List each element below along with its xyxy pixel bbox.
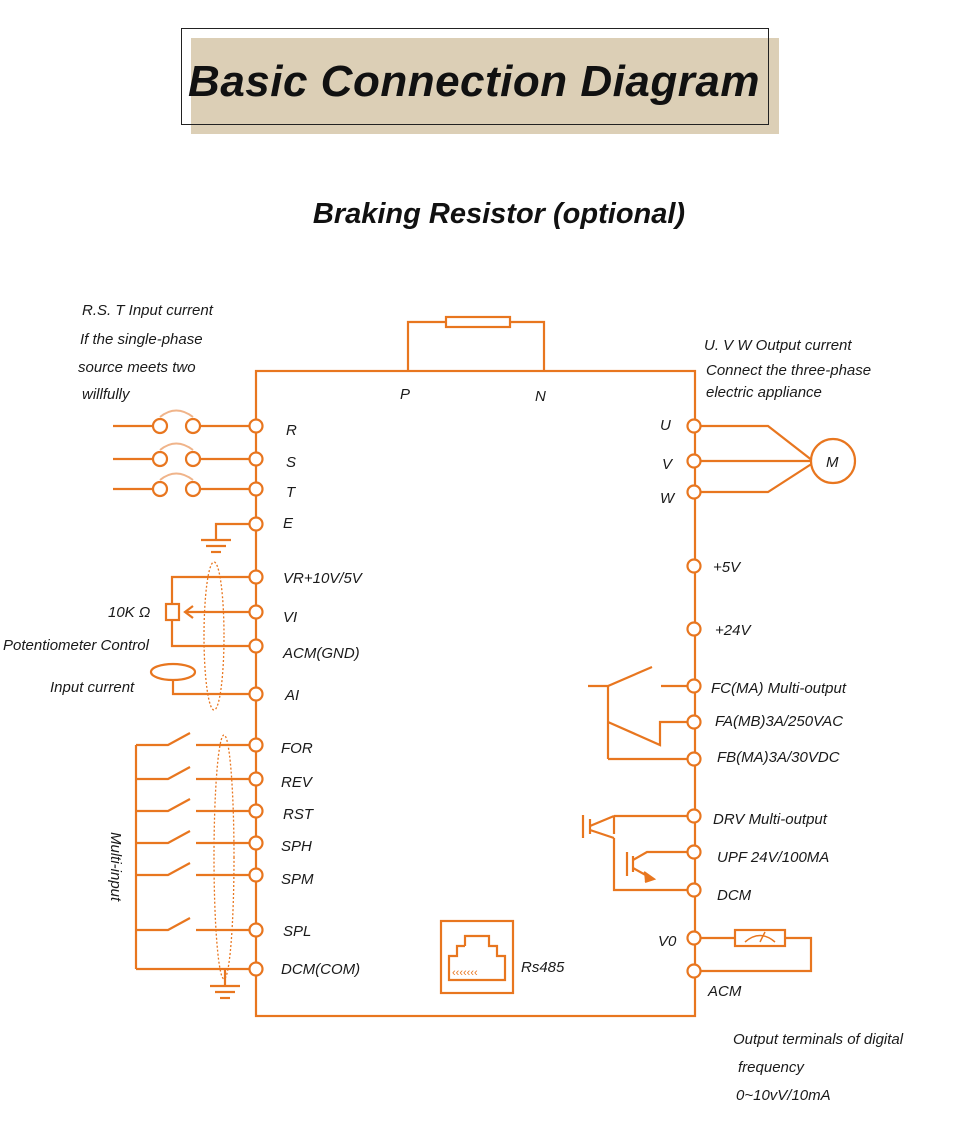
terminal-right-24v: [686, 621, 702, 637]
ground-symbol: [201, 522, 249, 554]
rs485-label: Rs485: [521, 959, 565, 976]
input-note-line-1: R.S. T Input current: [82, 302, 214, 319]
multi-input-label: Multi-input: [107, 832, 124, 902]
terminal-right-fb-ma-3a-30vdc: [686, 751, 702, 767]
terminal-right-u: [686, 418, 702, 434]
terminal-left-vi: [248, 604, 264, 620]
terminal-left-s: [248, 451, 264, 467]
terminal-right-dcm: [686, 882, 702, 898]
terminal-label-vi: VI: [283, 609, 297, 626]
potentiometer-label: Potentiometer Control: [3, 637, 150, 654]
terminal-left-spl: [248, 922, 264, 938]
terminal-label-spm: SPM: [281, 871, 314, 888]
terminal-left-ai: [248, 686, 264, 702]
title-banner-shadow: [191, 38, 779, 134]
terminal-label-acm-gnd: ACM(GND): [282, 645, 360, 662]
left-terminal-group: RSTEVR+10V/5VVIACM(GND)AIFORREVRSTSPHSPM…: [248, 418, 364, 978]
terminal-label-fa-mb-3a-250vac: FA(MB)3A/250VAC: [715, 713, 843, 730]
terminal-label-rst: RST: [283, 806, 315, 823]
terminal-left-sph: [248, 835, 264, 851]
terminal-p-label: P: [400, 386, 410, 403]
terminal-label-drv-multi-output: DRV Multi-output: [713, 811, 828, 828]
rs485-port-icon: ‹‹‹‹‹‹‹: [439, 919, 515, 995]
motor-wiring: [701, 424, 857, 494]
terminal-left-spm: [248, 867, 264, 883]
terminal-left-vr-10v-5v: [248, 569, 264, 585]
output-note-line-2: Connect the three-phase: [706, 362, 871, 379]
terminal-label-r: R: [286, 422, 297, 439]
terminal-left-rev: [248, 771, 264, 787]
terminal-right-upf-24v-100ma: [686, 844, 702, 860]
terminal-label-dcm: DCM: [717, 887, 752, 904]
terminal-label-acm: ACM: [707, 983, 742, 1000]
title-banner: [181, 28, 769, 125]
terminal-right-v0: [686, 930, 702, 946]
terminal-n-label: N: [535, 388, 546, 405]
terminal-left-for: [248, 737, 264, 753]
terminal-label-upf-24v-100ma: UPF 24V/100MA: [717, 849, 829, 866]
terminal-label-rev: REV: [281, 774, 314, 791]
terminal-left-r: [248, 418, 264, 434]
svg-text:‹‹‹‹‹‹‹: ‹‹‹‹‹‹‹: [452, 967, 478, 979]
terminal-label-ai: AI: [284, 687, 299, 704]
terminal-right-acm: [686, 963, 702, 979]
input-current-label: Input current: [50, 679, 135, 696]
terminal-label-u: U: [660, 417, 671, 434]
input-note-line-2: If the single-phase: [80, 331, 203, 348]
terminal-right-w: [686, 484, 702, 500]
input-breaker: [113, 409, 249, 498]
inverter-body: [254, 369, 697, 1018]
terminal-label-vr-10v-5v: VR+10V/5V: [283, 570, 364, 587]
terminal-right-fc-ma-multi-output: [686, 678, 702, 694]
digital-note-line-1: Output terminals of digital: [733, 1031, 904, 1048]
terminal-right-fa-mb-3a-250vac: [686, 714, 702, 730]
braking-resistor: [406, 315, 546, 371]
terminal-right-v: [686, 453, 702, 469]
input-note-line-3: source meets two: [78, 359, 196, 376]
output-note-line-3: electric appliance: [706, 384, 822, 401]
terminal-right-5v: [686, 558, 702, 574]
terminal-label-dcm-com: DCM(COM): [281, 961, 360, 978]
diagram-subtitle: Braking Resistor (optional): [312, 198, 686, 230]
terminal-label-v0: V0: [658, 933, 677, 950]
digital-note-line-2: frequency: [738, 1059, 805, 1076]
terminal-label-w: W: [660, 490, 676, 507]
terminal-left-t: [248, 481, 264, 497]
terminal-left-acm-gnd: [248, 638, 264, 654]
terminal-label-5v: +5V: [713, 559, 742, 576]
motor-label: M: [826, 454, 839, 471]
multi-input-switches: [134, 732, 249, 1000]
terminal-label-24v: +24V: [715, 622, 752, 639]
terminal-label-sph: SPH: [281, 838, 312, 855]
terminal-label-fc-ma-multi-output: FC(MA) Multi-output: [711, 680, 847, 697]
output-note-line-1: U. V W Output current: [704, 337, 852, 354]
terminal-left-dcm-com: [248, 961, 264, 977]
potentiometer-wiring: [149, 561, 249, 711]
terminal-label-spl: SPL: [283, 923, 311, 940]
terminal-label-for: FOR: [281, 740, 313, 757]
relay-output: [588, 665, 687, 761]
terminal-label-e: E: [283, 515, 294, 532]
right-terminal-group: U VW +5V +24V FC(MA) Multi-outputFA(MB)3A/25…: [658, 417, 847, 1000]
terminal-left-rst: [248, 803, 264, 819]
terminal-label-s: S: [286, 454, 296, 471]
page-title: Basic Connection Diagram: [188, 57, 760, 106]
terminal-right-drv-multi-output: [686, 808, 702, 824]
transistor-output: [581, 814, 687, 892]
potentiometer-value-label: 10K Ω: [108, 604, 150, 621]
digital-note-line-3: 0~10vV/10mA: [736, 1087, 831, 1104]
meter: [701, 928, 813, 973]
terminal-label-v: V: [662, 456, 674, 473]
terminal-label-t: T: [286, 484, 297, 501]
terminal-left-e: [248, 516, 264, 532]
terminal-label-fb-ma-3a-30vdc: FB(MA)3A/30VDC: [717, 749, 840, 766]
input-note-line-4: willfully: [82, 386, 131, 403]
